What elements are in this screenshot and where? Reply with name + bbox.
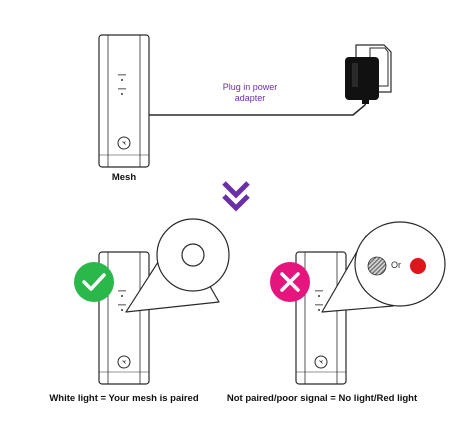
- plug-instruction-label: Plug in power adapter: [222, 82, 278, 103]
- power-adapter-icon: [345, 44, 392, 104]
- x-icon: [270, 262, 310, 302]
- magnified-light-white: [156, 218, 230, 292]
- mesh-label: Mesh: [111, 172, 137, 183]
- red-light-indicator: [410, 258, 426, 274]
- power-button-icon: [314, 355, 328, 369]
- paired-caption: White light = Your mesh is paired: [49, 393, 199, 404]
- magnified-light-status: [354, 221, 446, 307]
- mesh-device-top: [98, 34, 150, 168]
- or-label: Or: [391, 260, 401, 270]
- not-paired-caption: Not paired/poor signal = No light/Red li…: [226, 393, 418, 404]
- checkmark-icon: [74, 262, 114, 302]
- power-button-icon: [117, 355, 131, 369]
- white-light-indicator: [181, 243, 205, 267]
- no-light-indicator: [367, 256, 387, 276]
- double-chevron-down-icon: [222, 181, 250, 212]
- power-button-icon: [117, 136, 131, 150]
